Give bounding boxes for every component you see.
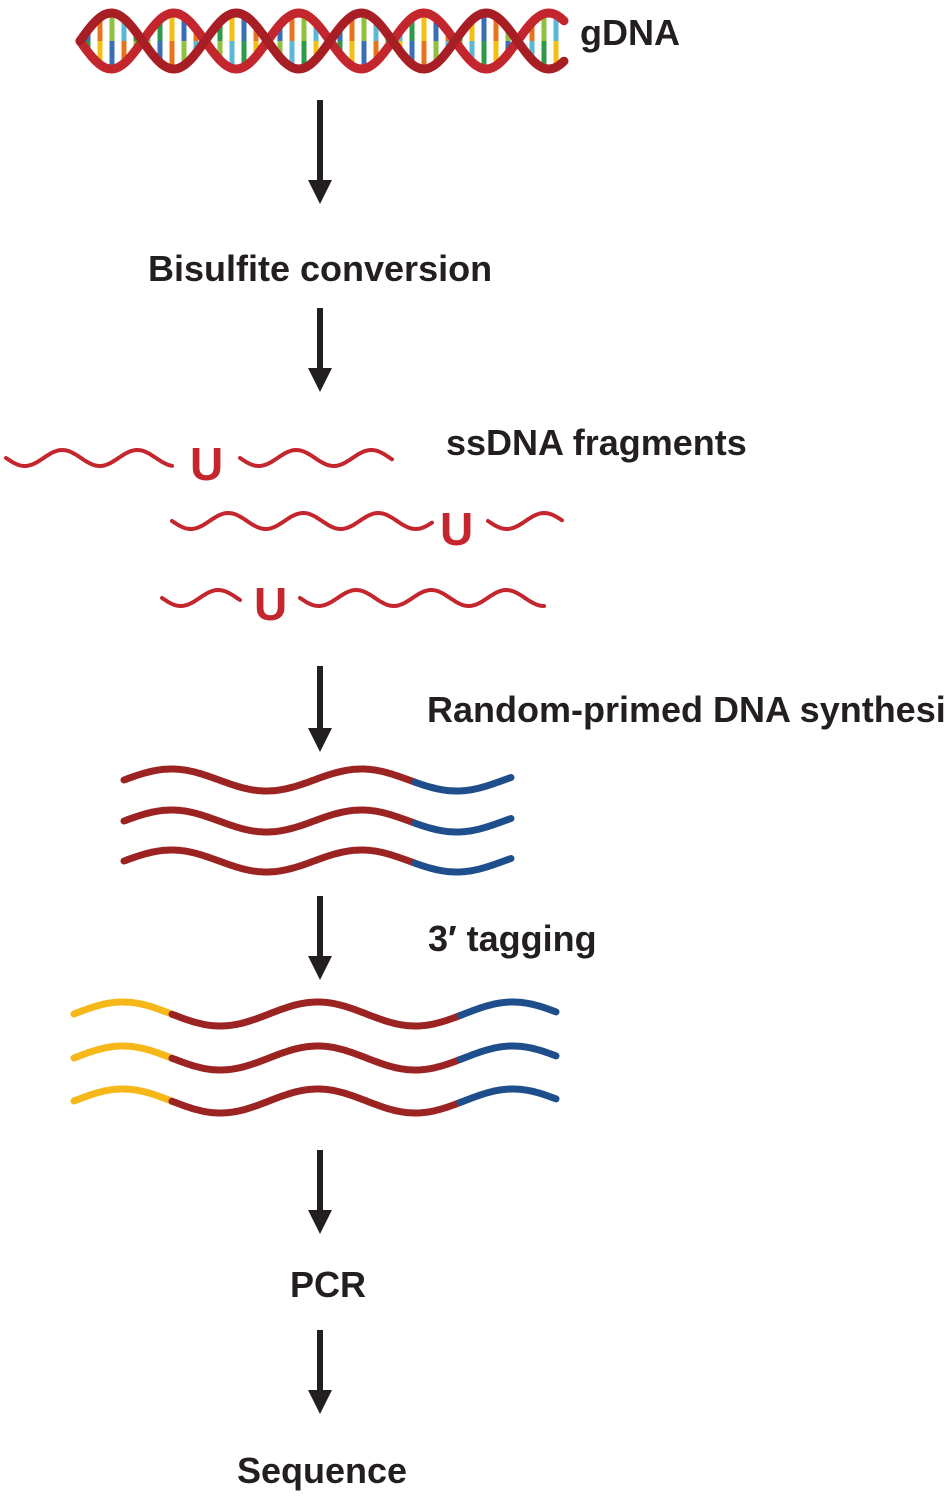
tag-segment: [70, 998, 176, 1018]
uracil-mark: U: [254, 578, 287, 630]
helix-strand: [75, 8, 569, 74]
ssdna-strand: [486, 510, 564, 531]
template-strand: [120, 846, 418, 876]
ssdna-strand: [160, 587, 242, 608]
synthesized-strands: [120, 765, 515, 876]
ssdna-strand: [170, 510, 434, 532]
template-strand: [120, 806, 418, 836]
gdna-double-helix-icon: [75, 8, 569, 74]
step-gdna-label: gDNA: [580, 12, 680, 53]
ssdna-strand: [4, 447, 174, 469]
step-sequence-label: Sequence: [237, 1450, 407, 1491]
tagged-strands: [70, 998, 560, 1117]
step-tagging-label: 3′ tagging: [428, 918, 597, 959]
step-bisulfite-label: Bisulfite conversion: [148, 248, 492, 289]
tag-segment: [70, 1085, 176, 1105]
synthesized-strand: [456, 1085, 560, 1106]
template-strand: [168, 998, 464, 1030]
uracil-mark: U: [190, 438, 223, 490]
synthesized-strand: [411, 774, 515, 795]
step-ssdna-label: ssDNA fragments: [446, 422, 747, 463]
template-strand: [168, 1085, 464, 1117]
helix-strand: [75, 8, 569, 74]
synthesized-strand: [456, 1042, 560, 1063]
step-random-primed-label: Random-primed DNA synthesis: [427, 689, 946, 730]
synthesized-strand: [456, 998, 560, 1019]
uracil-mark: U: [440, 503, 473, 555]
tag-segment: [70, 1042, 176, 1062]
ssdna-strand: [298, 587, 546, 609]
synthesized-strand: [411, 815, 515, 836]
template-strand: [120, 765, 418, 795]
ssdna-fragments: [4, 447, 564, 609]
step-pcr-label: PCR: [290, 1264, 366, 1305]
template-strand: [168, 1042, 464, 1074]
ssdna-strand: [238, 447, 394, 469]
synthesized-strand: [411, 855, 515, 876]
